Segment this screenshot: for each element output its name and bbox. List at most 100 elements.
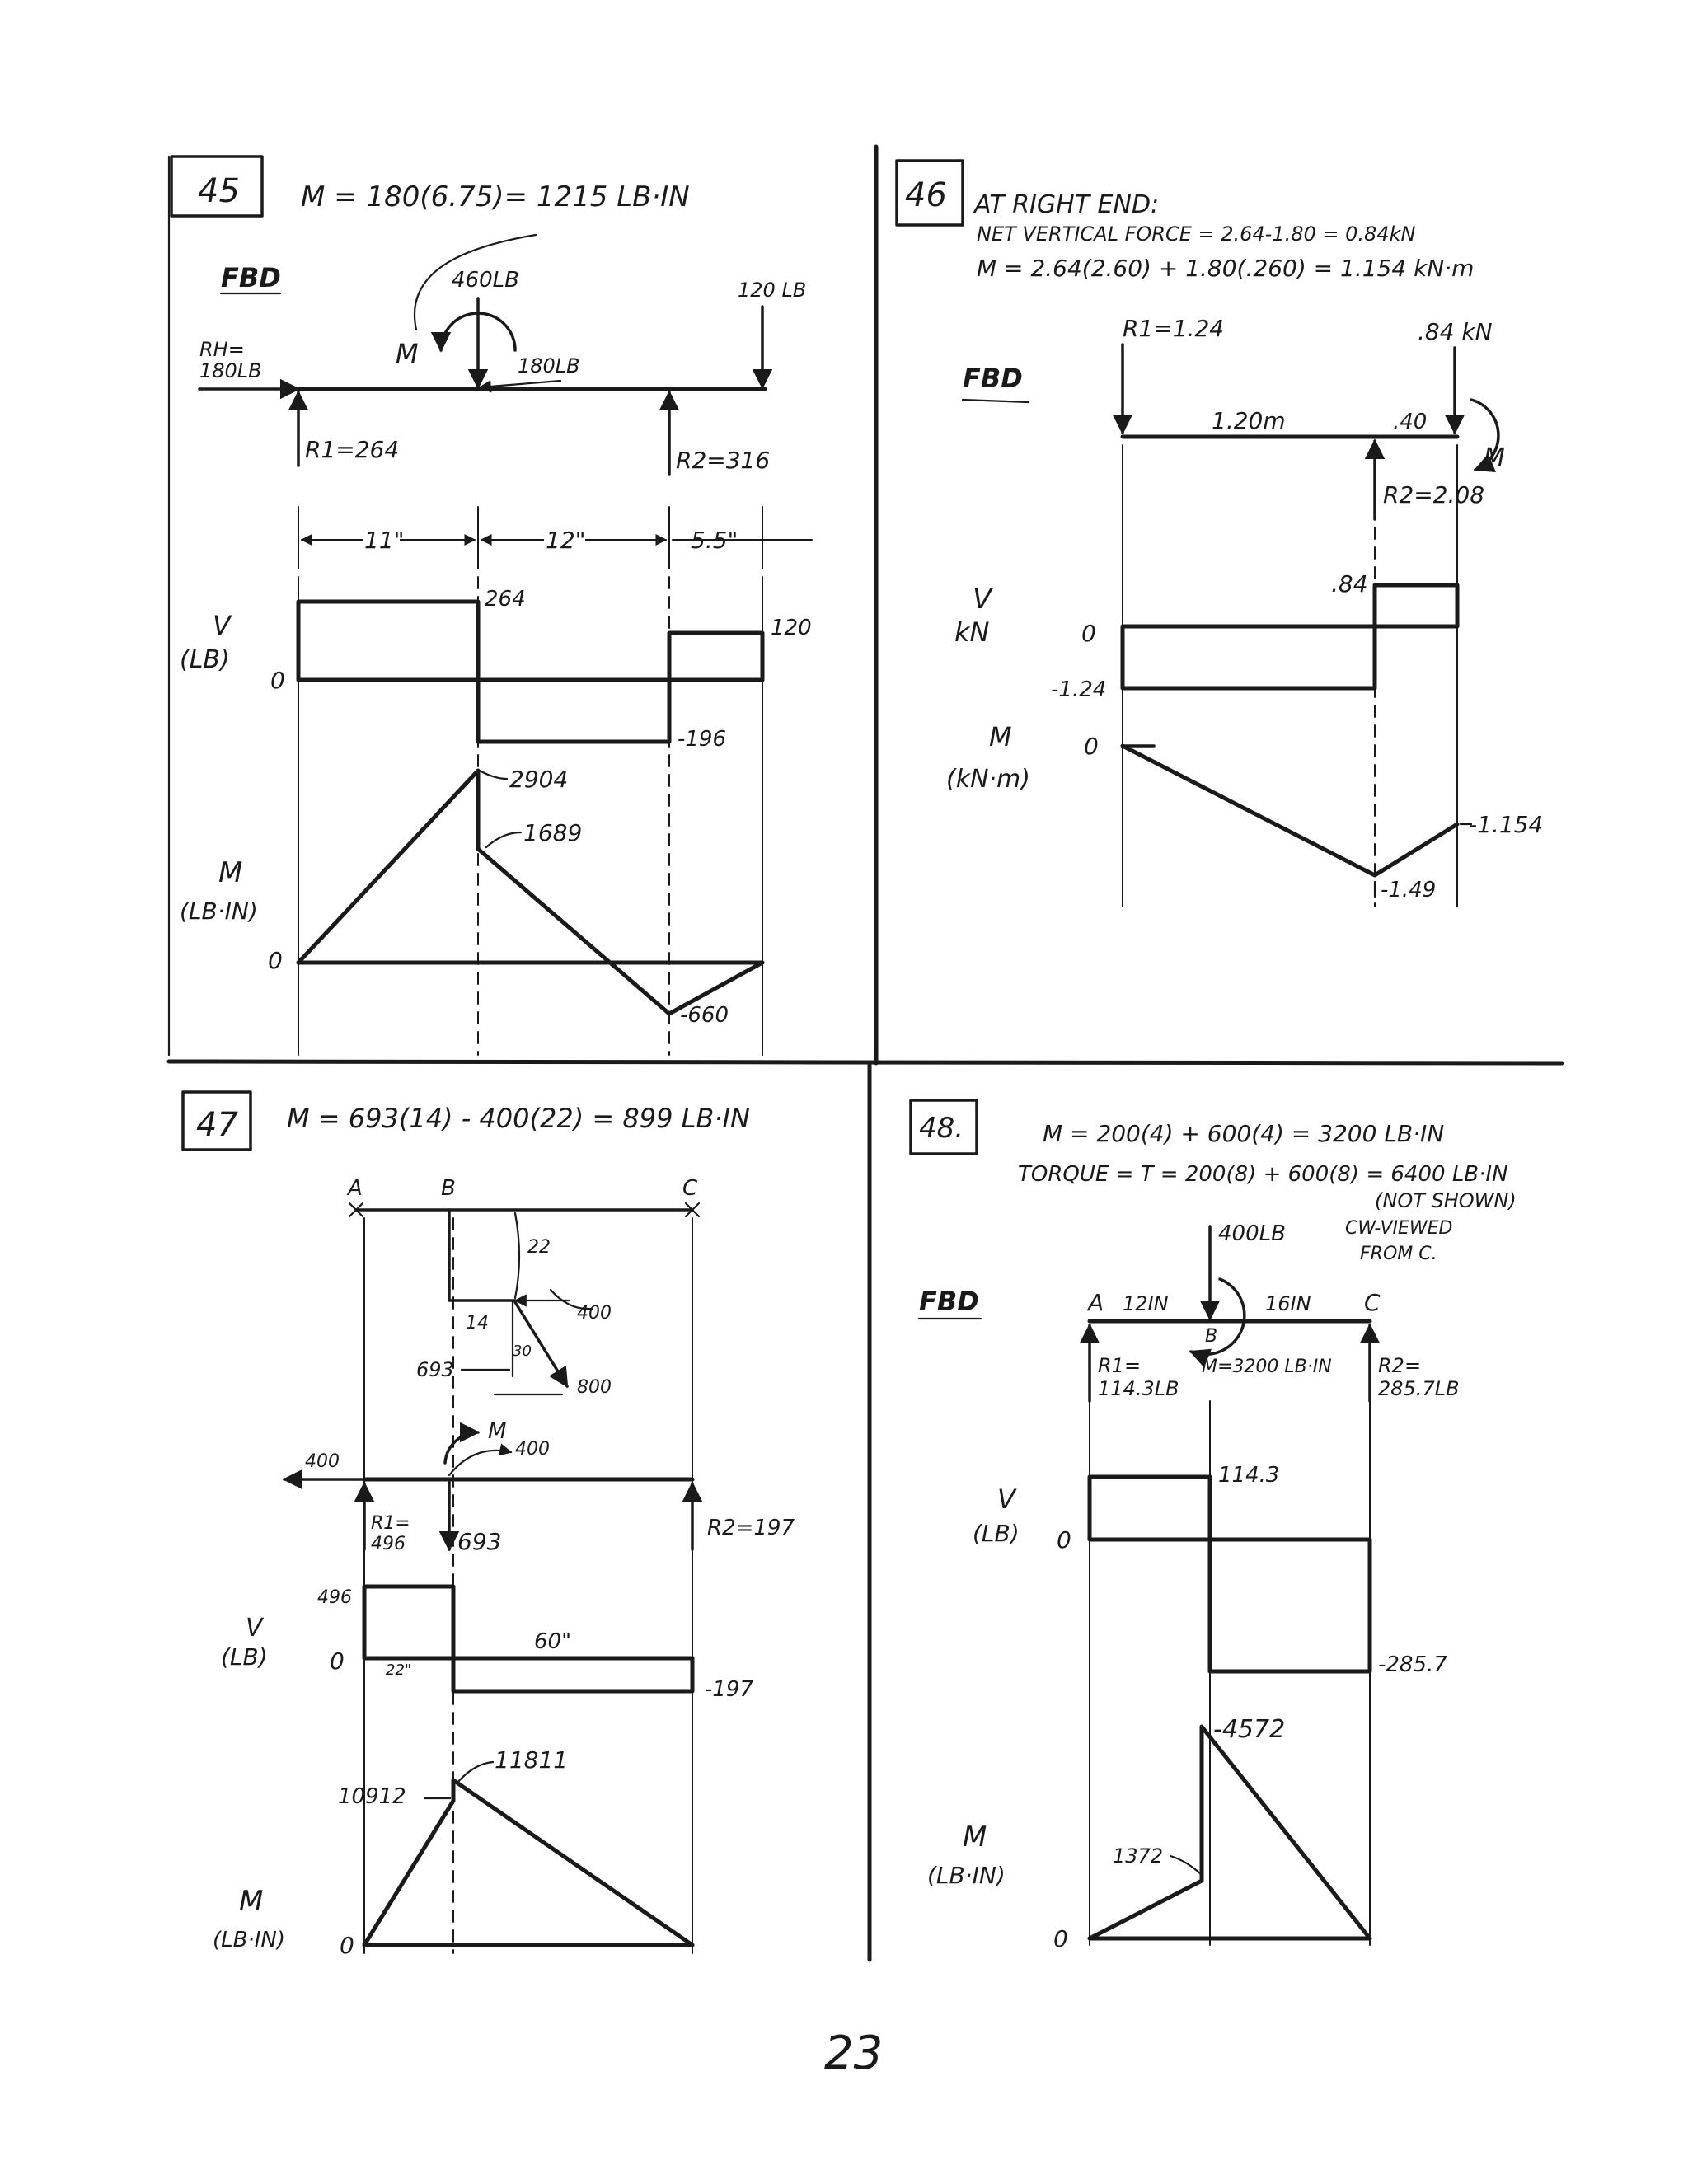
point-a: A (1086, 1289, 1104, 1316)
dim-22: 22 (528, 1237, 551, 1258)
m-2904: 2904 (509, 766, 568, 793)
m-unit: (LB·IN) (180, 898, 258, 925)
note-line-3: M = 2.64(2.60) + 1.80(.260) = 1.154 kN·m (977, 255, 1474, 282)
v-unit: (LB) (180, 645, 230, 674)
point-c: C (1364, 1289, 1381, 1316)
page-number: 23 (824, 2027, 883, 2080)
m-unit: (LB·IN) (927, 1862, 1006, 1889)
r1-line1: R1= (371, 1513, 410, 1534)
moment-curve (296, 768, 765, 1016)
v-496: 496 (317, 1587, 352, 1608)
moment-leader (414, 233, 537, 331)
moment-400-curve (448, 1443, 513, 1477)
m-zero: 0 (268, 947, 283, 974)
moment-curve (1087, 1724, 1372, 1941)
r2-label: R2=197 (707, 1516, 795, 1540)
problem-number-box (895, 159, 964, 227)
dim-14: 14 (466, 1313, 489, 1333)
moment-arc (1189, 1277, 1246, 1368)
r1-line2: 496 (371, 1534, 406, 1554)
note-line-1: M = 200(4) + 600(4) = 3200 LB·IN (1043, 1120, 1444, 1147)
m-10912: 10912 (338, 1784, 406, 1809)
m-note: M=3200 LB·IN (1202, 1357, 1332, 1377)
len-22: 22" (386, 1661, 411, 1679)
problem-number: 45 (198, 172, 240, 210)
angle-30: 30 (513, 1343, 532, 1360)
moment-m: M (396, 338, 419, 369)
rh-value: 180LB (199, 359, 262, 382)
note-line-5: FROM C. (1360, 1244, 1437, 1264)
m-axis-label: M (963, 1821, 987, 1854)
v-zero: 0 (1057, 1526, 1071, 1554)
leader-11811 (456, 1760, 495, 1784)
load-400: 400LB (1218, 1221, 1286, 1246)
moment-arc (430, 312, 517, 353)
x-mark-a (348, 1202, 364, 1218)
horiz-load-arrow (478, 379, 562, 393)
problem-number: 48. (919, 1112, 964, 1145)
shear-curve (1120, 583, 1460, 691)
leader-1372 (1169, 1854, 1203, 1877)
v-neg-2857: -285.7 (1378, 1652, 1447, 1677)
fbd-label: FBD (221, 262, 281, 293)
fbd-400-top: 400 (515, 1439, 550, 1460)
note-line-1: AT RIGHT END: (973, 190, 1159, 219)
moment-curve (362, 1778, 695, 1947)
force-400: 400 (577, 1303, 612, 1324)
load-120: 120 LB (738, 279, 806, 302)
m-axis-label: M (989, 721, 1012, 752)
r2-label: R2=2.08 (1383, 481, 1484, 509)
note-line-3: (NOT SHOWN) (1375, 1189, 1517, 1212)
m-1689: 1689 (523, 819, 582, 846)
load-84: .84 kN (1418, 318, 1493, 345)
problem-47: 47 M = 693(14) - 400(22) = 899 LB·IN A B… (181, 1090, 795, 1959)
r1-line1: R1= (1098, 1354, 1141, 1377)
problem-48: 48. M = 200(4) + 600(4) = 3200 LB·IN TOR… (909, 1099, 1517, 1952)
m-zero: 0 (1084, 733, 1099, 760)
crank-arm (448, 1208, 517, 1302)
m-neg-660: -660 (680, 1003, 729, 1028)
span-12: 12IN (1123, 1292, 1169, 1315)
v-zero: 0 (330, 1647, 345, 1675)
brace-22 (513, 1212, 521, 1300)
r1-label: R1=264 (305, 436, 399, 463)
note-line-2: TORQUE = T = 200(8) + 600(8) = 6400 LB·I… (1018, 1162, 1508, 1187)
v-axis-label: V (973, 583, 994, 616)
point-a: A (346, 1176, 363, 1201)
span-16: 16IN (1265, 1292, 1311, 1315)
m-zero: 0 (340, 1932, 354, 1959)
m-4572: -4572 (1213, 1715, 1285, 1744)
horiz-load-180: 180LB (518, 354, 580, 377)
moment-m: M (1484, 443, 1505, 472)
len-60: 60" (534, 1629, 571, 1654)
point-b: B (1205, 1326, 1217, 1347)
point-b: B (441, 1176, 456, 1201)
r1-label: R1=1.24 (1123, 315, 1224, 342)
note-line-2: NET VERTICAL FORCE = 2.64-1.80 = 0.84kN (977, 223, 1415, 246)
moment-equation: M = 693(14) - 400(22) = 899 LB·IN (287, 1103, 750, 1134)
m-axis-label: M (239, 1885, 263, 1918)
fbd-label: FBD (963, 363, 1023, 394)
r2-line1: R2= (1378, 1354, 1421, 1377)
rh-label: RH= (199, 338, 245, 361)
v-unit: kN (954, 616, 990, 648)
m-1372: 1372 (1113, 1844, 1163, 1868)
v-114: 114.3 (1218, 1463, 1279, 1488)
moment-arc (443, 1422, 481, 1465)
v-zero: 0 (270, 667, 285, 694)
force-693: 693 (416, 1358, 454, 1381)
moment-equation: M = 180(6.75)= 1215 LB·IN (301, 180, 690, 213)
force-800-arrow (513, 1301, 569, 1389)
v-zero: 0 (1081, 620, 1096, 647)
v-axis-label: V (246, 1614, 265, 1643)
moment-arc (1470, 398, 1500, 472)
load-460: 460LB (452, 268, 519, 293)
problem-number: 47 (196, 1106, 238, 1144)
r2-line2: 285.7LB (1378, 1377, 1460, 1400)
fbd-underline (961, 398, 1030, 404)
m-11811: 11811 (495, 1746, 568, 1774)
r2-label: R2=316 (676, 447, 770, 474)
problem-46: 46 AT RIGHT END: NET VERTICAL FORCE = 2.… (895, 159, 1543, 907)
r1-line2: 114.3LB (1098, 1377, 1179, 1400)
